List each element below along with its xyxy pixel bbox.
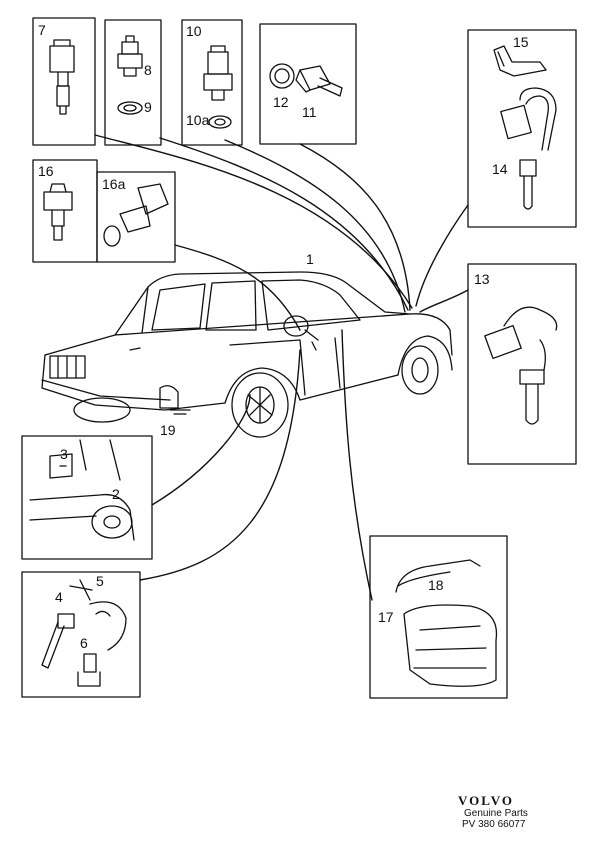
callout-14: 14 [492, 161, 508, 177]
brand-logo: VOLVO [458, 793, 514, 808]
part-15-bracket [493, 45, 547, 77]
part-7-sensor [49, 39, 75, 115]
frame-2-3 [21, 435, 153, 560]
callout-17: 17 [378, 609, 394, 625]
part-14-sensor [500, 87, 557, 210]
callout-9: 9 [144, 99, 152, 115]
frame-8-9 [104, 19, 162, 146]
frame-11-12 [259, 23, 357, 145]
callout-8: 8 [144, 62, 152, 78]
part-10-sender [203, 45, 233, 101]
frame-14-15 [467, 29, 577, 228]
callout-16a: 16a [102, 176, 126, 192]
part-16a-connector [103, 183, 169, 247]
callout-12: 12 [273, 94, 289, 110]
callout-19: 19 [160, 422, 176, 438]
part-11-sensor [295, 65, 343, 97]
part-4-5-6-assembly [41, 579, 127, 687]
callout-15: 15 [513, 34, 529, 50]
callout-1: 1 [306, 251, 314, 267]
callout-5: 5 [96, 573, 104, 589]
leader-lines [94, 134, 469, 601]
callout-2: 2 [112, 486, 120, 502]
part-12-seal [269, 63, 295, 89]
part-2-3-scene [29, 439, 135, 541]
frame-4-6 [21, 571, 141, 698]
part-10a-washer [208, 115, 232, 129]
frame-17-18 [369, 535, 508, 699]
callout-3: 3 [60, 446, 68, 462]
callout-18: 18 [428, 577, 444, 593]
callout-16: 16 [38, 163, 54, 179]
frame-16a [96, 171, 176, 263]
part-17-18-assembly [395, 559, 498, 687]
frame-13 [467, 263, 577, 465]
callout-11: 11 [302, 104, 317, 120]
frame-7 [32, 17, 96, 146]
part-9-washer [117, 101, 143, 115]
brand-subtitle: Genuine Parts [464, 808, 528, 819]
part-8-switch [117, 35, 143, 77]
callout-6: 6 [80, 635, 88, 651]
callout-10a: 10a [186, 112, 210, 128]
frame-10 [181, 19, 243, 146]
diagram-reference: PV 380 66077 [462, 819, 526, 830]
callout-4: 4 [55, 589, 63, 605]
callout-13: 13 [474, 271, 490, 287]
part-13-sensor [484, 306, 558, 425]
part-16-switch [43, 183, 73, 241]
car-illustration [41, 271, 453, 438]
callout-7: 7 [38, 22, 46, 38]
callout-10: 10 [186, 23, 202, 39]
